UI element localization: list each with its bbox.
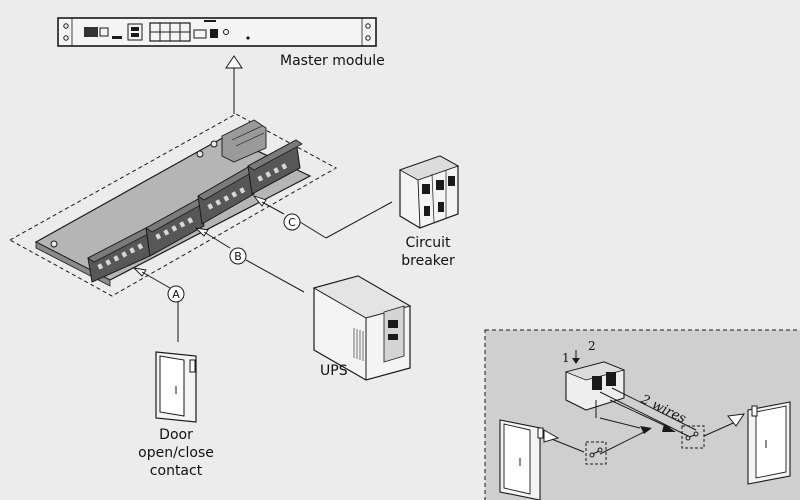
- circuit-breaker-device: [398, 155, 460, 229]
- door-label-line2: open/close: [138, 445, 214, 461]
- callout-b-label: B: [234, 250, 242, 263]
- callout-c-label: C: [288, 216, 296, 229]
- inset-connector-block: 1 2: [562, 339, 626, 411]
- door-contact-device: [155, 351, 197, 423]
- inset-left-switch: [585, 441, 607, 465]
- terminal-2-label: 2: [588, 339, 596, 353]
- callout-b-circle: [229, 247, 247, 265]
- inset-left-door: [499, 419, 585, 500]
- door-label-line1: Door: [159, 427, 193, 443]
- expansion-panel: [8, 113, 338, 297]
- callout-c-circle: [283, 213, 301, 231]
- ups-label: UPS: [320, 363, 348, 379]
- callout-b-connector: B: [194, 227, 305, 293]
- inset-right-switch: [681, 413, 746, 449]
- callout-a-label: A: [172, 288, 180, 301]
- circuit-breaker-label-line1: Circuit: [405, 235, 451, 251]
- inset-right-door: [747, 401, 791, 485]
- callout-a-circle: [167, 285, 185, 303]
- callout-a-connector: A: [132, 267, 185, 342]
- uplink-arrow: [225, 55, 243, 114]
- callout-c-connector: C: [252, 195, 393, 239]
- master-module-label: Master module: [280, 53, 385, 69]
- circuit-breaker-label-line2: breaker: [401, 253, 455, 269]
- inset-wiring-detail: 1 2 2 wires: [484, 329, 800, 500]
- terminal-1-label: 1: [562, 351, 570, 365]
- door-label-line3: contact: [149, 463, 203, 479]
- ups-device: [312, 275, 412, 381]
- master-module-device: [57, 17, 377, 47]
